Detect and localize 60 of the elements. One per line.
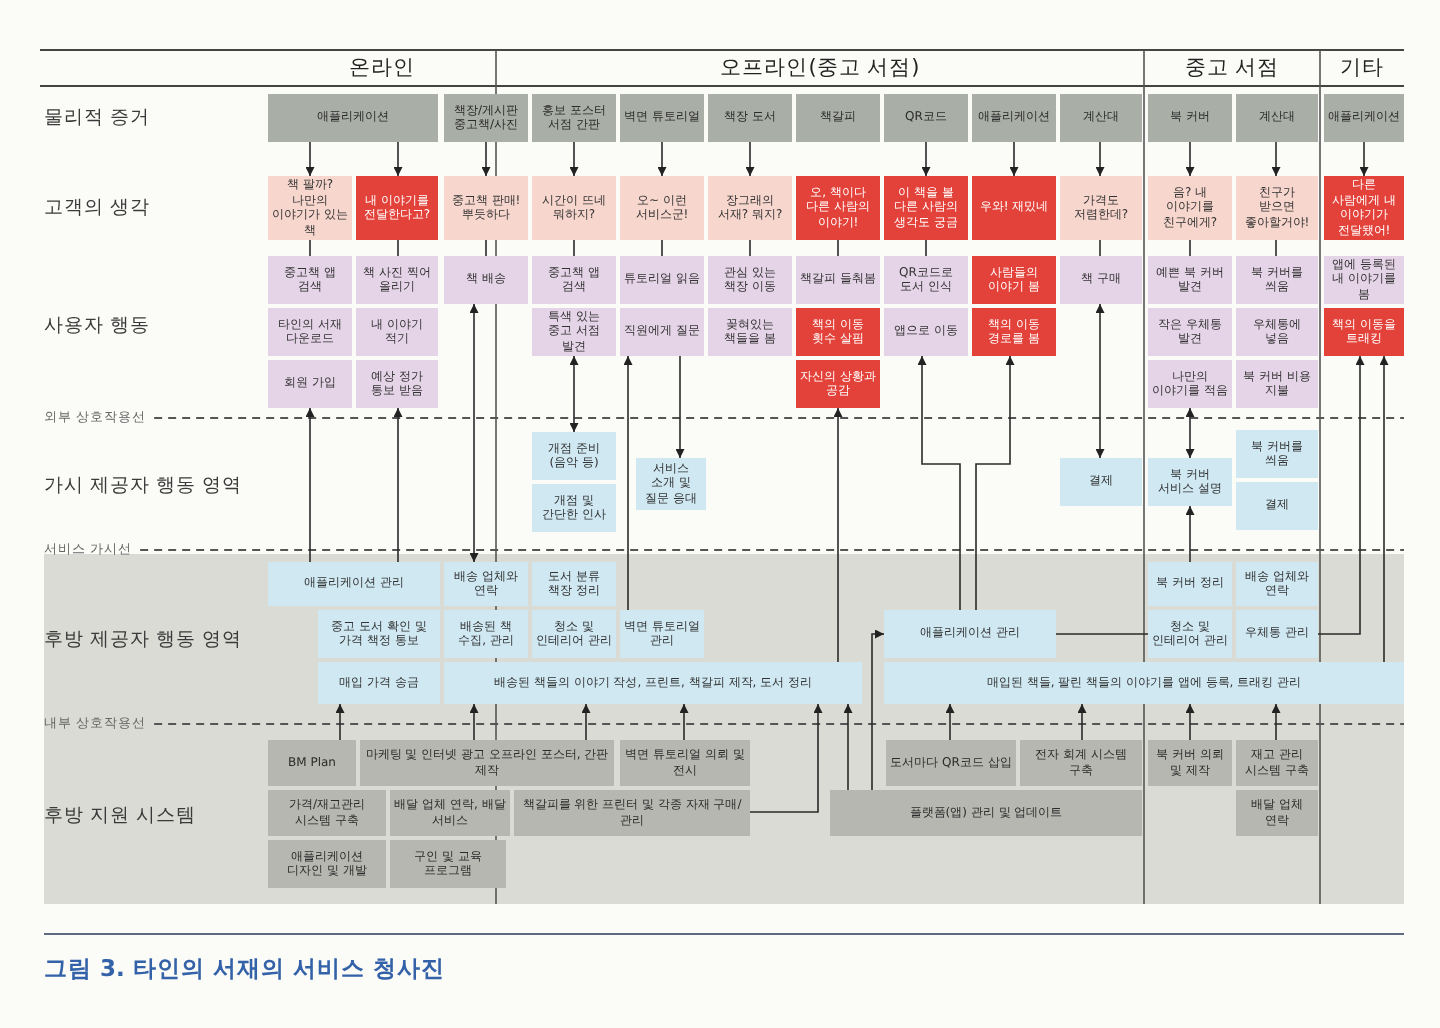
arrow xyxy=(393,141,403,177)
connector-line xyxy=(573,239,575,257)
connector-line xyxy=(309,239,311,257)
connector-line xyxy=(925,239,927,257)
arrow xyxy=(675,355,685,459)
arrow xyxy=(1359,141,1369,177)
arrow xyxy=(569,141,579,177)
arrow xyxy=(921,141,931,177)
arrow xyxy=(335,703,345,741)
row-label: 사용자 행동 xyxy=(44,313,151,339)
arrow xyxy=(1077,703,1087,741)
arrow xyxy=(917,355,961,611)
arrow xyxy=(833,407,843,663)
arrow xyxy=(1185,703,1195,741)
arrow xyxy=(745,141,755,177)
connector-line xyxy=(837,239,839,257)
column-header: 중고 서점 xyxy=(1184,54,1280,82)
row-label: 고객의 생각 xyxy=(44,195,151,221)
arrow xyxy=(305,407,315,563)
arrow xyxy=(1095,303,1105,459)
caption: 그림 3. 타인의 서재의 서비스 청사진 xyxy=(44,954,445,984)
connector-line xyxy=(1099,239,1101,257)
arrow xyxy=(1185,505,1195,563)
connector-line xyxy=(397,239,399,257)
connector-line xyxy=(1189,239,1191,257)
arrow xyxy=(1185,141,1195,177)
arrow xyxy=(945,703,955,741)
connector-line xyxy=(749,239,751,257)
arrow xyxy=(1185,407,1195,459)
connector-line xyxy=(661,239,663,257)
arrow xyxy=(469,703,479,741)
column-header: 오프라인(중고 서점) xyxy=(720,54,920,82)
row-label: 물리적 증거 xyxy=(44,105,151,131)
arrow xyxy=(843,703,853,791)
arrow xyxy=(679,703,689,741)
connector-line xyxy=(1275,239,1277,257)
arrow xyxy=(1271,141,1281,177)
arrow xyxy=(481,141,491,177)
connector-line xyxy=(1055,633,1149,635)
arrow xyxy=(393,407,403,563)
arrow xyxy=(1317,355,1365,635)
row-label: 가시 제공자 행동 영역 xyxy=(44,473,243,499)
row-label: 후방 제공자 행동 영역 xyxy=(44,627,243,653)
column-header: 기타 xyxy=(1340,54,1384,82)
arrow xyxy=(975,355,1015,611)
arrow xyxy=(871,629,885,791)
arrow xyxy=(581,703,591,741)
arrow xyxy=(305,141,315,177)
row-label: 후방 지원 시스템 xyxy=(44,803,197,829)
arrow xyxy=(1271,703,1281,741)
arrow xyxy=(469,303,479,563)
arrow xyxy=(1009,141,1019,177)
arrow xyxy=(623,355,633,611)
arrow xyxy=(657,141,667,177)
connector-line xyxy=(485,239,487,257)
arrow xyxy=(1379,355,1389,663)
arrow xyxy=(749,703,823,813)
column-header: 온라인 xyxy=(349,54,415,82)
arrow xyxy=(569,355,579,433)
arrow xyxy=(1095,141,1105,177)
